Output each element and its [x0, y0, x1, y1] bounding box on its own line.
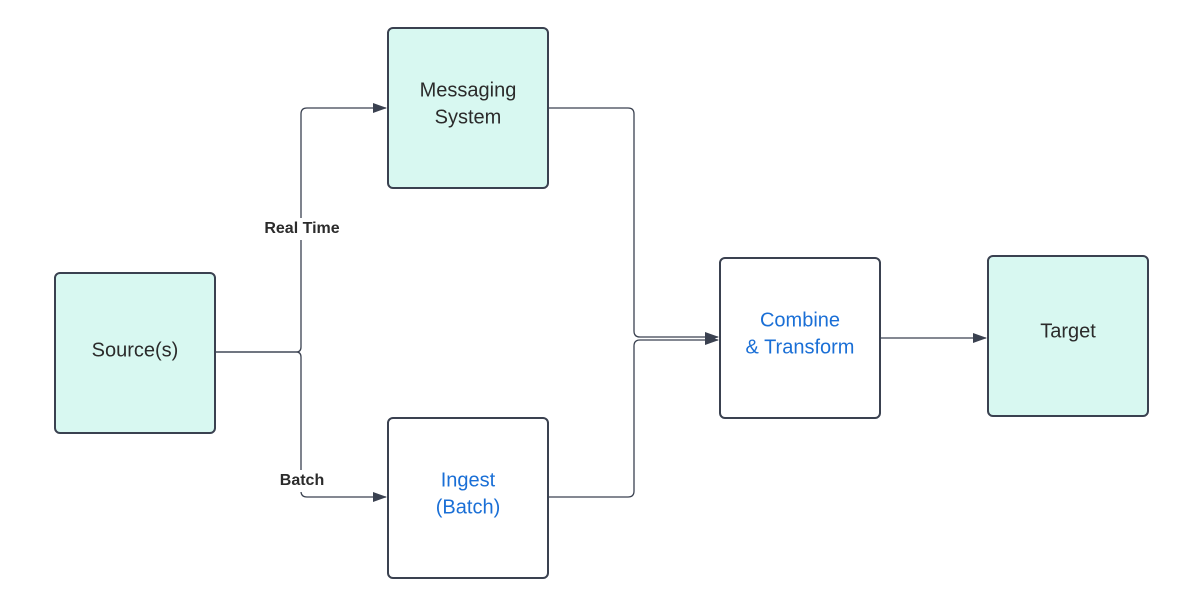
node-messaging-label-line1: Messaging [420, 79, 517, 101]
edge-messaging-to-combine [549, 107, 719, 342]
node-target: Target [987, 255, 1149, 417]
node-combine-label-line1: Combine [760, 309, 840, 331]
batch-label: Batch [280, 472, 324, 489]
edge-ingest-to-combine [549, 335, 719, 498]
node-combine-transform: Combine & Transform [719, 257, 881, 419]
node-messaging-system: Messaging System [387, 27, 549, 189]
node-ingest-label-line1: Ingest [441, 469, 496, 491]
edge-batch [216, 351, 387, 502]
node-ingest-label-line2: (Batch) [436, 496, 500, 518]
real-time-label: Real Time [264, 220, 339, 237]
node-combine-label-line2: & Transform [746, 336, 855, 358]
node-source: Source(s) [54, 272, 216, 434]
node-messaging-label-line2: System [435, 106, 502, 128]
node-source-label: Source(s) [92, 339, 179, 361]
node-ingest-batch: Ingest (Batch) [387, 417, 549, 579]
node-target-label: Target [1040, 320, 1096, 342]
edge-label-real-time: Real Time [258, 218, 346, 240]
edge-label-batch: Batch [273, 470, 331, 492]
